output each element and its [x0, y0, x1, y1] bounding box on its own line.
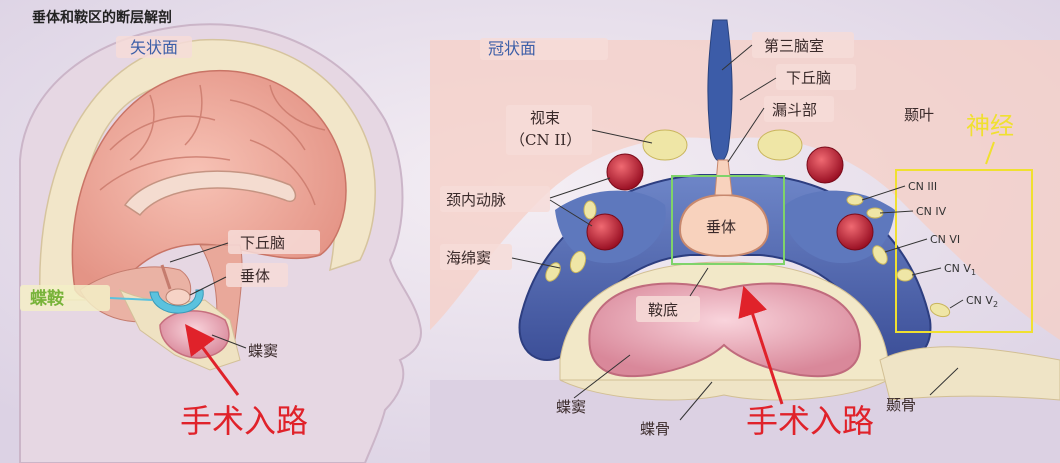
pituitary-stalk	[160, 264, 172, 290]
sagittal-route-arrow	[185, 323, 240, 396]
lower-base	[430, 380, 1060, 463]
infundibulum-leader	[727, 107, 765, 163]
pituitary-coronal	[678, 193, 770, 258]
cn-iv-label: CN IV	[916, 205, 947, 218]
carotid-leader-1	[549, 177, 611, 199]
coronal-view-tag	[480, 38, 608, 60]
sagittal-route-label: 手术入路	[180, 402, 308, 440]
cn-v1-sub: 1	[971, 268, 976, 277]
temporal-lobe-label: 颞叶	[904, 106, 934, 124]
sagittal-pituitary-label: 垂体	[240, 267, 270, 285]
nerves-label: 神经	[966, 112, 1014, 140]
cn-iii-leader	[861, 185, 906, 201]
sagittal-view-tag	[116, 36, 192, 58]
sellar-floor-label: 鞍底	[648, 301, 678, 319]
third-ventricle-label: 第三脑室	[764, 37, 824, 55]
cavernous-tag	[440, 244, 512, 270]
svg-text:CN III: CN III	[908, 180, 937, 193]
sagittal-section: 矢状面 下丘脑 垂体 蝶鞍 蝶窦 手术入路	[19, 23, 422, 463]
hypothalamus-tag	[228, 230, 320, 254]
carotid-label: 颈内动脉	[446, 191, 506, 209]
cn-v2-sub: 2	[993, 300, 998, 309]
carotid-tag	[440, 186, 550, 212]
sella-turcica	[149, 289, 204, 314]
cavernous-leader	[511, 257, 561, 269]
temporal-bone-leader	[929, 367, 959, 396]
optic-leader	[591, 129, 653, 144]
infundibulum	[714, 159, 733, 196]
carotid-lower-left	[586, 213, 624, 251]
cn-v1-label: CN V	[944, 262, 971, 275]
figure-title: 垂体和鞍区的断层解剖	[32, 9, 172, 26]
sphenoid-bone-label: 蝶骨	[640, 420, 670, 438]
coronal-route-arrow	[738, 285, 784, 405]
pituitary-leader-sag	[189, 276, 227, 296]
coronal-section: 冠状面 第三脑室 下丘脑 漏斗部 颞叶 视束 （CN II） 颈内动脉 海绵窦 …	[430, 19, 1060, 463]
sellar-floor-tag	[636, 296, 700, 322]
carotid-upper-left	[606, 153, 644, 191]
svg-text:CN IV: CN IV	[916, 205, 947, 218]
carotid-upper-right	[806, 146, 844, 184]
cranial-nerve-list: CN III CN IV CN VI CN V1 CN V2	[861, 180, 998, 309]
gyri	[99, 84, 326, 206]
svg-text:CN V2: CN V2	[966, 294, 998, 309]
coronal-hypothalamus-label: 下丘脑	[786, 69, 831, 87]
cn-v1-leader	[911, 267, 942, 276]
temporal-bone	[879, 346, 1060, 401]
corpus-callosum	[123, 170, 297, 216]
sphenoid-leader-sag	[211, 334, 247, 349]
optic-label-line1: 视束	[530, 109, 560, 127]
pituitary-tag-sag	[226, 263, 288, 287]
sella-tag	[20, 285, 110, 311]
nerves-highlight-box	[895, 169, 1033, 333]
third-ventricle-leader	[721, 44, 753, 71]
cn-iii-label: CN III	[908, 180, 937, 193]
nerve-bundles	[545, 194, 951, 318]
optic-tag	[506, 105, 592, 155]
sellar-floor-leader	[689, 267, 709, 297]
sagittal-sphenoid-sinus-label: 蝶窦	[248, 342, 278, 360]
temporal-bone-label: 颞骨	[886, 396, 916, 414]
third-ventricle-tag	[752, 32, 854, 58]
optic-label-line2: （CN II）	[510, 131, 581, 149]
optic-tract-right	[757, 129, 803, 161]
carotid-lower-right	[836, 213, 874, 251]
sphenoid-sinus-c-leader	[573, 354, 631, 399]
cn-vi-leader	[884, 238, 928, 253]
infundibulum-tag	[764, 96, 834, 122]
hypothalamus-c-leader	[739, 77, 777, 101]
infundibulum-label: 漏斗部	[772, 101, 817, 119]
optic-tract-left	[642, 129, 688, 161]
cn-iv-leader	[879, 210, 914, 214]
third-ventricle	[707, 19, 733, 162]
sagittal-view-label: 矢状面	[130, 38, 178, 57]
sagittal-sella-label: 蝶鞍	[30, 288, 64, 309]
svg-text:CN V1: CN V1	[944, 262, 976, 277]
cavernous-sinus-label: 海绵窦	[446, 249, 491, 267]
hypothalamus-c-tag	[776, 64, 856, 90]
coronal-sphenoid-sinus-label: 蝶窦	[556, 398, 586, 416]
sagittal-hypothalamus-label: 下丘脑	[240, 234, 285, 252]
hypothalamus-leader	[169, 242, 229, 263]
sphenoid-bone-leader	[679, 381, 713, 421]
nerves-label-leader	[985, 141, 995, 165]
cn-v2-leader	[949, 299, 964, 309]
coronal-view-label: 冠状面	[488, 39, 536, 58]
pituitary-highlight-box	[671, 175, 785, 265]
sella-leader	[109, 297, 153, 301]
cn-vi-label: CN VI	[930, 233, 960, 246]
cn-v2-label: CN V	[966, 294, 993, 307]
svg-text:CN VI: CN VI	[930, 233, 960, 246]
sphenoid-bone	[559, 379, 889, 401]
carotid-leader-2	[549, 199, 593, 227]
coronal-route-label: 手术入路	[746, 402, 874, 440]
coronal-pituitary-label: 垂体	[706, 218, 736, 236]
pituitary-sagittal	[165, 288, 191, 306]
